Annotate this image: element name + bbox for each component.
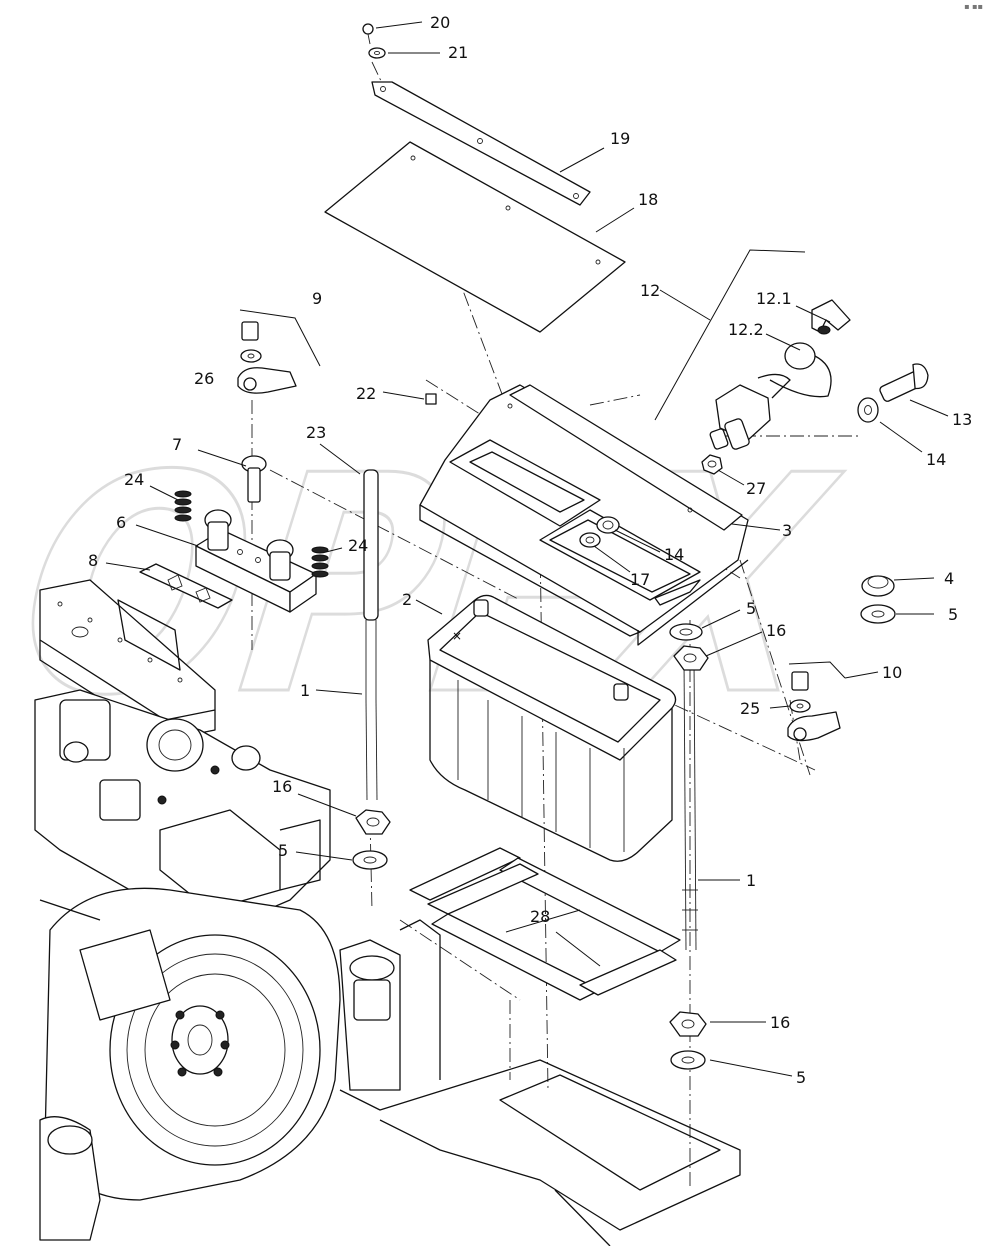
screw-7 xyxy=(241,455,267,503)
callout-8: 8 xyxy=(88,551,98,570)
callout-9: 9 xyxy=(312,289,322,308)
callout-4: 4 xyxy=(944,569,954,588)
callout-1-right: 1 xyxy=(746,871,756,890)
callout-16-upper: 16 xyxy=(766,621,786,640)
rubber-pad-28-b xyxy=(427,863,601,1001)
callout-5-upper: 5 xyxy=(746,599,756,618)
callout-25: 25 xyxy=(740,699,760,718)
leader-lines xyxy=(105,21,949,1077)
corner-mark: ▪︎ ▪︎▪︎ xyxy=(964,2,983,11)
callout-1-left: 1 xyxy=(300,681,310,700)
callout-12-1: 12.1 xyxy=(756,289,792,308)
callout-23: 23 xyxy=(306,423,326,442)
washer-21 xyxy=(368,47,386,59)
callout-24-left: 24 xyxy=(124,470,144,489)
battery-2: × xyxy=(427,594,677,862)
tie-rod-1-right xyxy=(682,659,698,951)
spring-24-left xyxy=(174,490,192,522)
base-frame-plate xyxy=(39,899,741,1246)
battery-tray-3 xyxy=(419,384,749,646)
callout-19: 19 xyxy=(610,129,630,148)
terminal-clamp-9 xyxy=(237,321,297,394)
bracket-9 xyxy=(239,309,321,367)
callout-3: 3 xyxy=(782,521,792,540)
callout-12: 12 xyxy=(640,281,660,300)
callout-7: 7 xyxy=(172,435,182,454)
rubber-pad-28-c xyxy=(579,949,677,996)
bolt-13 xyxy=(879,363,929,402)
washer-5-right xyxy=(860,604,896,624)
switch-cap-12-2 xyxy=(769,342,832,398)
callout-5-right: 5 xyxy=(948,605,958,624)
callout-27: 27 xyxy=(746,479,766,498)
callout-26: 26 xyxy=(194,369,214,388)
terminal-clamp-10 xyxy=(787,671,841,742)
nut-16-lower xyxy=(669,1011,707,1037)
washer-14-right xyxy=(857,397,879,423)
callout-5-lower: 5 xyxy=(796,1068,806,1087)
terminal-block-6 xyxy=(195,509,317,613)
callout-5-left: 5 xyxy=(278,841,288,860)
engine-mount-bracket xyxy=(339,939,401,1091)
callout-16-lower: 16 xyxy=(770,1013,790,1032)
nut-16-upper xyxy=(673,645,709,671)
screw-20 xyxy=(362,23,374,45)
callout-labels: 20 21 19 18 12 12.1 12.2 13 14 9 26 22 2… xyxy=(88,13,972,1087)
callout-14-right: 14 xyxy=(926,450,946,469)
washer-5-lower xyxy=(670,1050,706,1070)
nut-16-left xyxy=(355,809,391,835)
callout-18: 18 xyxy=(638,190,658,209)
callout-13: 13 xyxy=(952,410,972,429)
callout-14-center: 14 xyxy=(664,545,684,564)
svg-text:×: × xyxy=(452,629,462,643)
callout-17: 17 xyxy=(630,570,650,589)
nut-27 xyxy=(701,454,723,475)
callout-6: 6 xyxy=(116,513,126,532)
bracket-10 xyxy=(788,661,846,679)
switch-key-12-1 xyxy=(811,299,851,335)
callout-22: 22 xyxy=(356,384,376,403)
clip-8 xyxy=(139,563,233,609)
callout-21: 21 xyxy=(448,43,468,62)
nut-4 xyxy=(861,575,895,597)
engine-block xyxy=(34,689,331,931)
callout-24-right: 24 xyxy=(348,536,368,555)
washer-5-upper xyxy=(669,623,703,641)
tie-rod-23 xyxy=(363,469,379,801)
callout-2: 2 xyxy=(402,590,412,609)
spring-24-right xyxy=(311,546,329,578)
battery-switch-12 xyxy=(709,373,791,450)
washer-5-left xyxy=(352,850,388,870)
strap-plate-19 xyxy=(371,81,591,206)
callout-28: 28 xyxy=(530,907,550,926)
nut-22 xyxy=(425,393,437,405)
callout-20: 20 xyxy=(430,13,450,32)
callout-16-left: 16 xyxy=(272,777,292,796)
cover-plate-18 xyxy=(324,141,626,333)
engine-flywheel-housing xyxy=(39,887,341,1241)
callout-10: 10 xyxy=(882,663,902,682)
callout-12-2: 12.2 xyxy=(728,320,764,339)
